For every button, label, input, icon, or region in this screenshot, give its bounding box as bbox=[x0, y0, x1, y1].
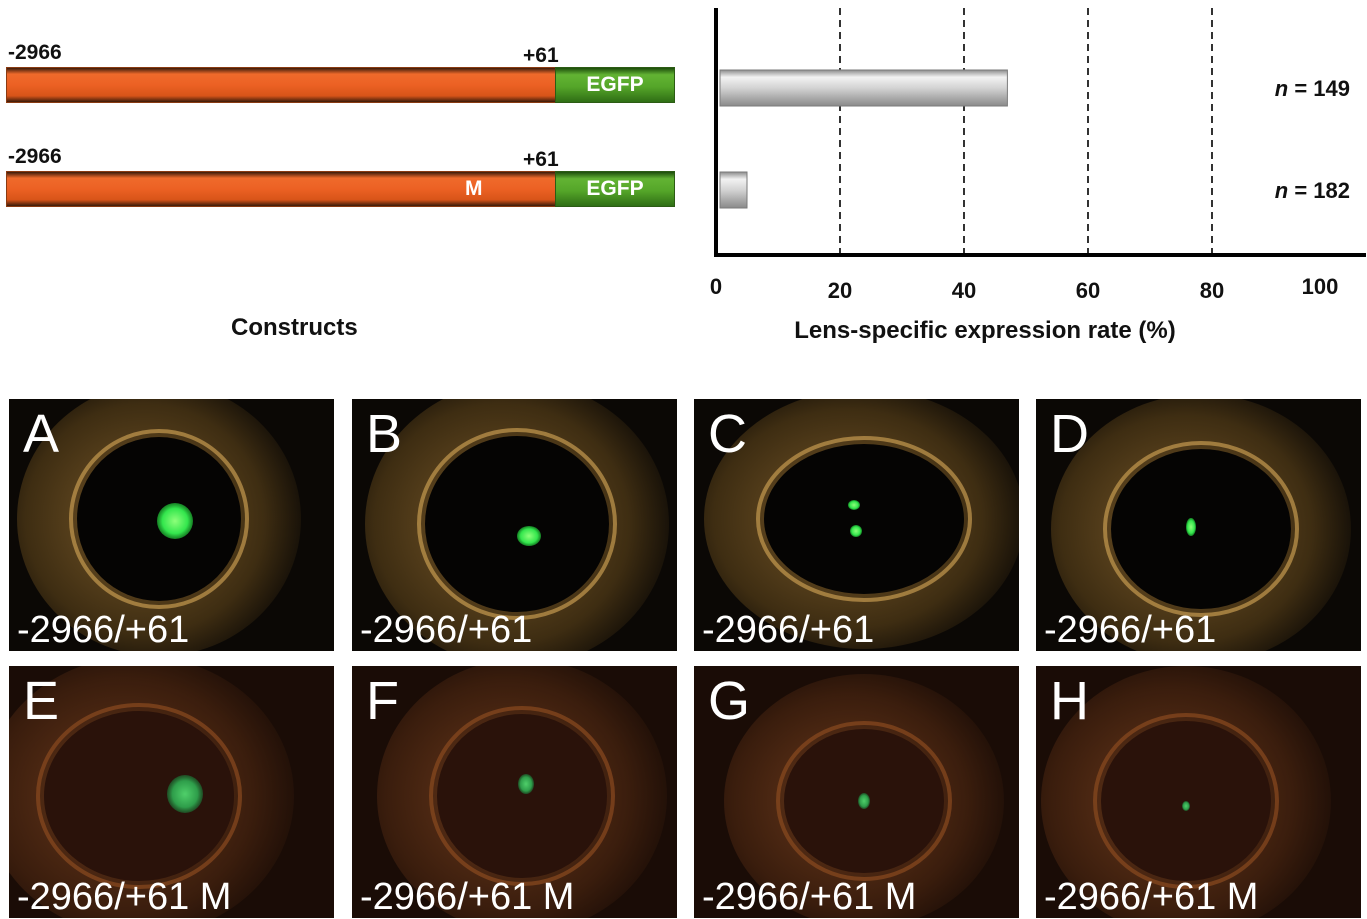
panel-letter-c: C bbox=[708, 404, 747, 464]
panel-letter-h: H bbox=[1050, 671, 1089, 731]
bar-1 bbox=[719, 69, 1008, 107]
eye-micrograph-a bbox=[9, 399, 334, 651]
x-tick-label-0: 0 bbox=[710, 274, 722, 299]
panel-construct-label-d: -2966/+61 bbox=[1044, 609, 1217, 651]
x-tick-label-60: 60 bbox=[1076, 278, 1100, 303]
panel-letter-d: D bbox=[1050, 404, 1089, 464]
eye-micrograph-b bbox=[352, 399, 677, 651]
panel-letter-f: F bbox=[366, 671, 399, 731]
panel-b: B -2966/+61 bbox=[352, 399, 677, 651]
panel-construct-label-g: -2966/+61 M bbox=[702, 876, 917, 918]
bar-2 bbox=[719, 171, 748, 209]
construct-1-promoter-bar bbox=[6, 67, 557, 103]
panel-letter-g: G bbox=[708, 671, 751, 731]
panel-c: C -2966/+61 bbox=[694, 399, 1019, 651]
construct-2-mutation-label: M bbox=[465, 177, 483, 200]
panel-construct-label-h: -2966/+61 M bbox=[1044, 876, 1259, 918]
x-axis-title: Lens-specific expression rate (%) bbox=[794, 317, 1175, 344]
panel-h: H -2966/+61 M bbox=[1036, 666, 1361, 918]
eye-micrograph-h bbox=[1036, 666, 1361, 918]
eye-micrograph-e bbox=[9, 666, 334, 918]
construct-2-promoter-bar bbox=[6, 171, 557, 207]
x-tick-label-80: 80 bbox=[1200, 278, 1224, 303]
constructs-caption: Constructs bbox=[231, 314, 358, 341]
x-tick-label-40: 40 bbox=[952, 278, 976, 303]
eye-micrograph-c bbox=[694, 399, 1019, 651]
x-tick-label-20: 20 bbox=[828, 278, 852, 303]
panel-construct-label-a: -2966/+61 bbox=[17, 609, 190, 651]
construct-2-egfp-bar: EGFP bbox=[555, 171, 675, 207]
construct-2-start-label: -2966 bbox=[8, 145, 62, 168]
sample-size-label-2: n = 182 bbox=[1275, 178, 1350, 203]
expression-rate-chart: 0 20 40 60 80 100 n = 149 n = 182 Lens-specifi… bbox=[710, 8, 1366, 344]
construct-2-end-label: +61 bbox=[523, 148, 559, 171]
panel-g: G -2966/+61 M bbox=[694, 666, 1019, 918]
panel-letter-a: A bbox=[23, 404, 60, 464]
panel-d: D -2966/+61 bbox=[1036, 399, 1361, 651]
sample-size-label-1: n = 149 bbox=[1275, 76, 1350, 101]
panel-e: E -2966/+61 M bbox=[9, 666, 334, 918]
x-tick-label-100: 100 bbox=[1302, 274, 1339, 299]
panel-letter-e: E bbox=[23, 671, 60, 731]
eye-micrograph-g bbox=[694, 666, 1019, 918]
panel-letter-b: B bbox=[366, 404, 403, 464]
panel-f: F -2966/+61 M bbox=[352, 666, 677, 918]
construct-1-start-label: -2966 bbox=[8, 41, 62, 64]
panel-construct-label-e: -2966/+61 M bbox=[17, 876, 232, 918]
eye-micrograph-d bbox=[1036, 399, 1361, 651]
panel-construct-label-c: -2966/+61 bbox=[702, 609, 875, 651]
panel-a: A -2966/+61 bbox=[9, 399, 334, 651]
eye-micrograph-f bbox=[352, 666, 677, 918]
panel-construct-label-b: -2966/+61 bbox=[360, 609, 533, 651]
construct-1-end-label: +61 bbox=[523, 44, 559, 67]
construct-1-egfp-bar: EGFP bbox=[555, 67, 675, 103]
panel-construct-label-f: -2966/+61 M bbox=[360, 876, 575, 918]
